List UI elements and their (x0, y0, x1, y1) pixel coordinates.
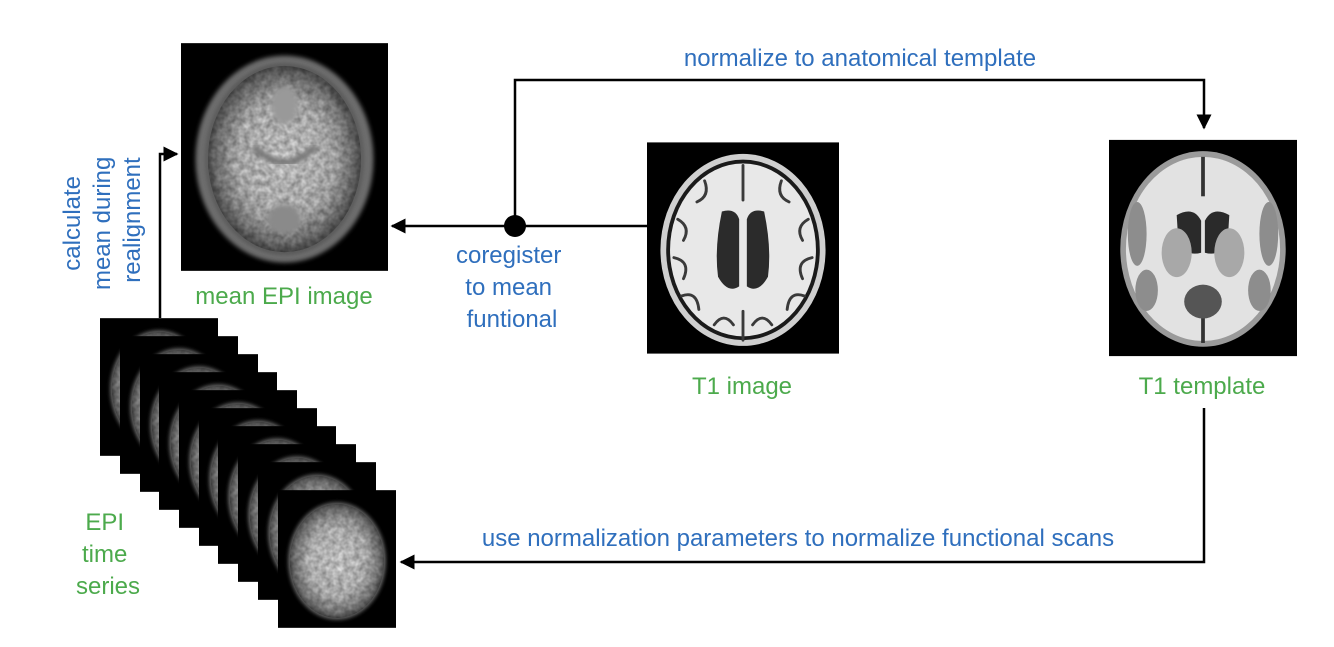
epi-time-series-stack (100, 318, 396, 628)
apply-normalization-arrow (399, 408, 1206, 570)
calculate-mean-step-label: calculate mean during realignment (59, 150, 146, 290)
calculate-mean-arrow (158, 146, 179, 318)
t1-image (647, 140, 839, 356)
normalize-arrow (513, 78, 1212, 226)
t1-image-label: T1 image (692, 373, 792, 400)
junction-dot (504, 215, 526, 237)
apply-normalization-step-label: use normalization parameters to normaliz… (482, 525, 1114, 552)
normalize-step-label: normalize to anatomical template (684, 45, 1036, 72)
mean-epi-image (181, 43, 388, 271)
coregister-step-label: coregister to mean funtional (456, 242, 568, 333)
mean-epi-label: mean EPI image (195, 283, 372, 310)
epi-time-series-label: EPI time series (76, 509, 140, 600)
t1-template-label: T1 template (1139, 373, 1266, 400)
t1-template-image (1109, 137, 1297, 359)
